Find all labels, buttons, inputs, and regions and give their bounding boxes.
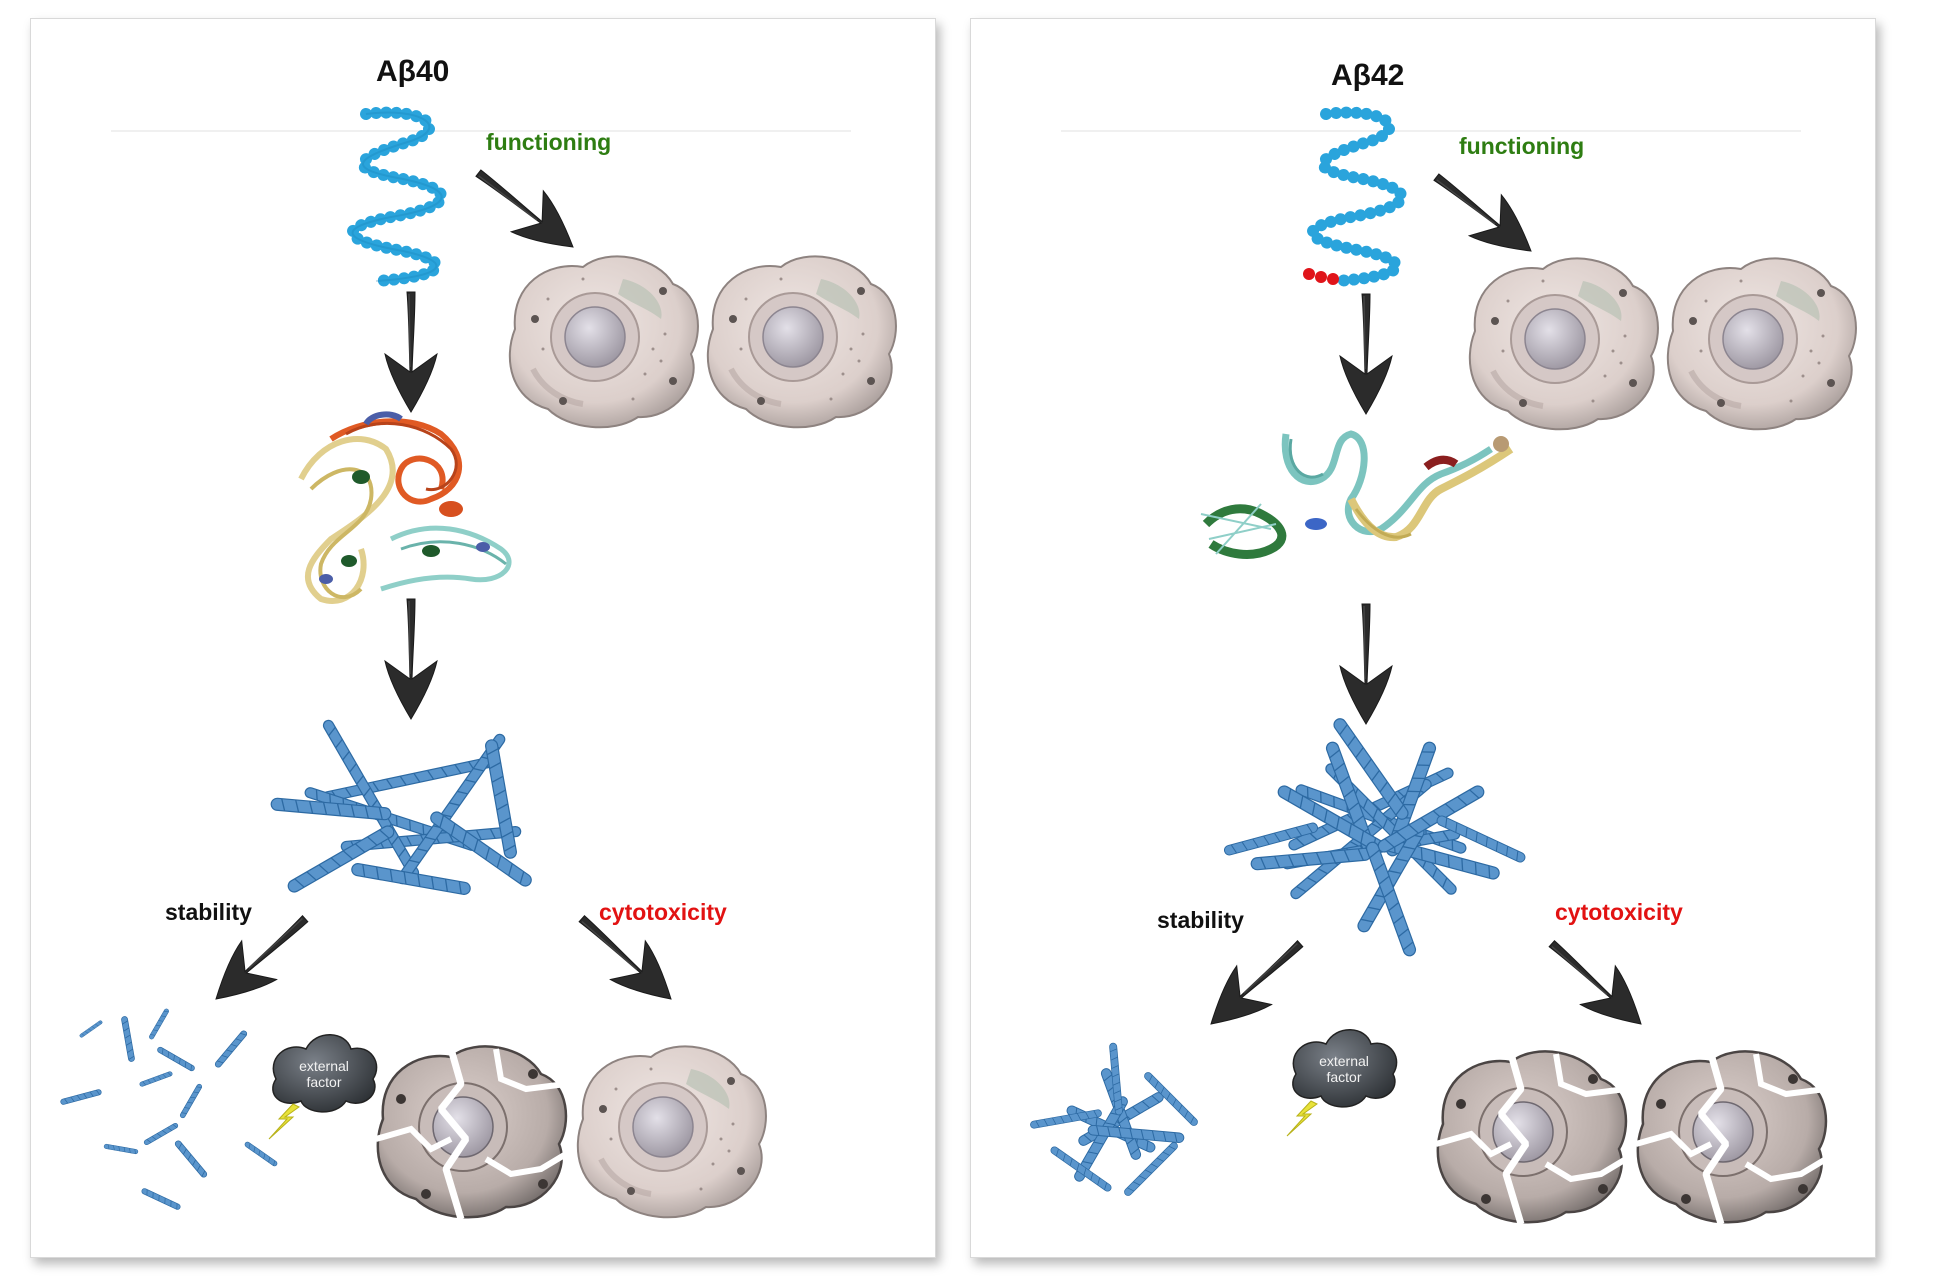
panel-title: Aβ42 — [1331, 59, 1405, 92]
cytotoxicity-label: cytotoxicity — [599, 899, 727, 925]
external-factor-line1: external — [299, 1058, 349, 1074]
functioning-arrow — [1419, 155, 1548, 273]
external-factor-cloud: external factor — [1286, 1029, 1398, 1137]
stability-label: stability — [1157, 907, 1244, 933]
external-factor-cloud: external factor — [268, 1034, 378, 1140]
abeta40-monomer-helix — [346, 106, 448, 287]
abeta40-diagram: external factor — [59, 106, 935, 1257]
healthy-cell — [708, 256, 896, 427]
aggregation-arrow — [1339, 293, 1393, 415]
functioning-label: functioning — [1459, 133, 1585, 159]
aggregation-arrow — [384, 291, 438, 413]
stability-arrow — [1192, 923, 1319, 1045]
panel-abeta42: external factor Aβ42 functioning stabili… — [970, 18, 1876, 1258]
abeta42-oligomer-structure — [1200, 430, 1514, 559]
healthy-cell — [510, 256, 698, 427]
abeta42-monomer-helix — [1303, 106, 1408, 287]
healthy-cell — [1470, 258, 1658, 429]
stability-label: stability — [165, 899, 252, 925]
functioning-arrow — [461, 151, 590, 269]
functioning-label: functioning — [486, 129, 612, 155]
healthy-cell — [1668, 258, 1856, 429]
aggregation-arrow — [384, 598, 438, 720]
abeta42-stable-fibrils — [1029, 1042, 1200, 1198]
abeta40-fibril-fragments — [59, 1007, 279, 1211]
abeta40-oligomer-structure — [298, 411, 512, 604]
abeta42-fibril-aggregate — [1222, 715, 1528, 959]
aggregation-arrow — [1339, 603, 1393, 725]
damaged-cell — [1436, 1051, 1626, 1224]
panel-title: Aβ40 — [376, 55, 450, 88]
cytotoxicity-label: cytotoxicity — [1555, 899, 1683, 925]
abeta42-diagram: external factor — [1029, 106, 1875, 1257]
external-factor-line2: factor — [1326, 1069, 1361, 1085]
abeta40-fibril-network — [270, 717, 535, 896]
panel-abeta40: external factor Aβ40 functioning stabili… — [30, 18, 936, 1258]
cytotoxicity-arrow — [1533, 923, 1660, 1045]
healthy-cell — [578, 1046, 766, 1217]
damaged-cell — [376, 1046, 566, 1219]
damaged-cell — [1636, 1051, 1826, 1224]
external-factor-line1: external — [1319, 1053, 1369, 1069]
external-factor-line2: factor — [306, 1074, 341, 1090]
